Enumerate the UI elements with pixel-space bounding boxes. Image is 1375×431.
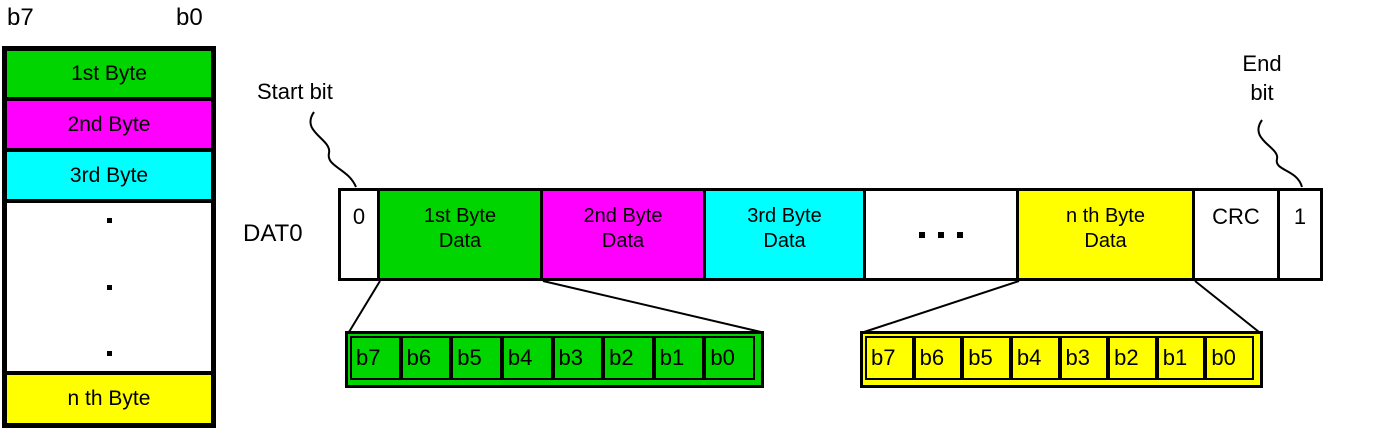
cell-label-line2: Data (763, 230, 806, 252)
end-bit-annotation: End bit (1237, 49, 1287, 107)
bit-cell: b3 (1059, 336, 1109, 380)
ellipsis-dot (106, 218, 112, 223)
end-bit-annotation-line2: bit (1250, 80, 1274, 105)
packet-cell-ellipsis (866, 191, 1019, 278)
bit-cell: b7 (865, 336, 914, 380)
bit-cell: b6 (913, 336, 963, 380)
byte-row-label: 1st Byte (71, 62, 147, 85)
packet-cell-crc: CRC (1195, 191, 1280, 278)
lsb-label: b0 (176, 4, 203, 31)
start-bit-annotation: Start bit (257, 79, 333, 104)
ellipsis-dot (957, 231, 963, 238)
msb-label: b7 (7, 4, 34, 31)
bit-cell: b2 (1108, 336, 1157, 380)
bit-cell: b1 (1156, 336, 1206, 380)
byte-stack: 1st Byte 2nd Byte 3rd Byte n th Byte (2, 46, 216, 428)
cell-label-line1: 1st Byte (423, 205, 497, 227)
bit-cell: b6 (400, 336, 452, 380)
byte-row-label: 2nd Byte (67, 112, 151, 136)
packet-cell-end-bit: 1 (1280, 191, 1320, 278)
packet-cell-nth-byte: n th Byte Data (1019, 191, 1195, 278)
bit-cell: b5 (451, 336, 502, 380)
bit-strip-nth-byte: b7 b6 b5 b4 b3 b2 b1 b0 (860, 331, 1263, 388)
ellipsis-dot (919, 231, 925, 238)
nth-byte-expansion-left-connector (863, 280, 1020, 333)
bit-cell: b7 (350, 336, 401, 380)
byte-row-label: n th Byte (67, 387, 151, 410)
end-bit-annotation-line1: End (1242, 51, 1282, 76)
bit-strip-first-byte: b7 b6 b5 b4 b3 b2 b1 b0 (345, 331, 764, 388)
byte-stack-ellipsis (7, 203, 211, 375)
packet-cell-2nd-byte: 2nd Byte Data (543, 191, 706, 278)
bit-cell: b2 (603, 336, 654, 380)
packet-cell-start-bit: 0 (341, 191, 380, 278)
cell-label-line2: Data (601, 230, 645, 252)
dat0-line-label: DAT0 (243, 220, 303, 247)
packet-bar: 0 1st Byte Data 2nd Byte Data 3rd Byte D… (338, 188, 1323, 281)
cell-label-line1: 3rd Byte (747, 205, 822, 227)
nth-byte-expansion-right-connector (1194, 280, 1260, 333)
first-byte-expansion-right-connector (542, 280, 762, 333)
cell-label-line2: Data (1084, 230, 1127, 252)
first-byte-expansion-left-connector (348, 280, 381, 333)
byte-row-label: 3rd Byte (69, 163, 149, 187)
byte-row-nth: n th Byte (7, 375, 211, 423)
byte-row-3rd: 3rd Byte (7, 152, 211, 203)
cell-label-line1: 2nd Byte (583, 205, 663, 227)
bit-cell: b5 (962, 336, 1011, 380)
byte-row-1st: 1st Byte (7, 51, 211, 101)
packet-cell-1st-byte: 1st Byte Data (380, 191, 543, 278)
ellipsis-dot (938, 231, 944, 238)
end-bit-squiggle-arrow (1257, 119, 1303, 188)
cell-label-line1: n th Byte (1066, 205, 1145, 227)
bit-cell: b4 (501, 336, 553, 380)
bit-cell: b4 (1010, 336, 1060, 380)
bit-cell: b1 (653, 336, 705, 380)
byte-row-2nd: 2nd Byte (7, 101, 211, 152)
bit-cell: b0 (1205, 336, 1254, 380)
ellipsis-dot (106, 284, 112, 290)
cell-label-line2: Data (438, 230, 482, 252)
ellipsis-dot (106, 351, 112, 356)
packet-cell-3rd-byte: 3rd Byte Data (706, 191, 866, 278)
bit-cell: b3 (552, 336, 604, 380)
bit-cell: b0 (704, 336, 755, 380)
start-bit-squiggle-arrow (309, 111, 357, 188)
